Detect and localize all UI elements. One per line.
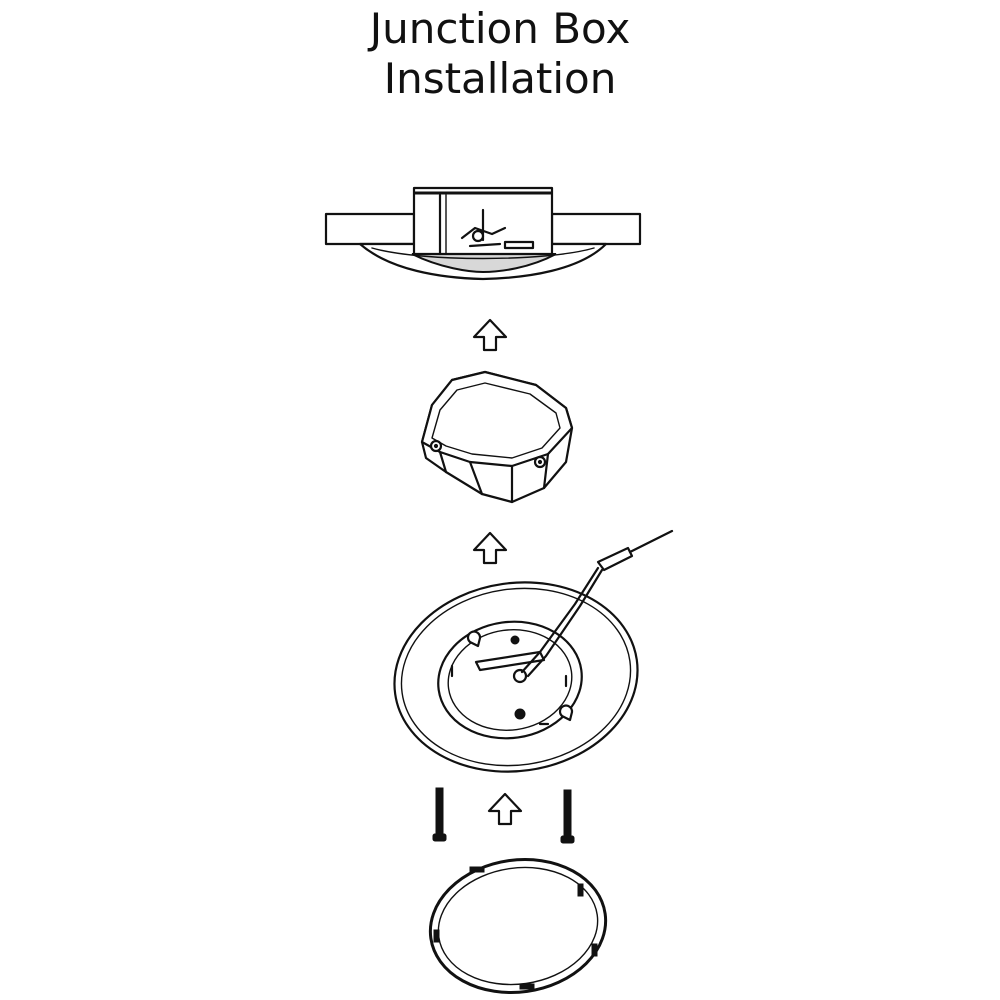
wire-connector-plug: [596, 546, 634, 572]
screw-shaft: [563, 789, 572, 839]
dome-rim-line: [371, 247, 595, 260]
crossbar: [474, 650, 546, 672]
title-line-2: Installation: [383, 54, 617, 103]
arrow-up-icon: [487, 792, 523, 826]
octagon-junction-box: [420, 370, 574, 504]
octagon-box-top-face: [420, 370, 574, 468]
bracket-tab: [503, 240, 535, 250]
plate-screw: [514, 708, 526, 720]
fixture-disc-rim: [400, 587, 632, 767]
diagram-title: Junction Box Installation: [0, 4, 1000, 104]
box-edge: [542, 452, 550, 490]
screw-head: [560, 835, 575, 844]
wire-nut: [471, 229, 485, 243]
arrow-up-icon: [472, 318, 508, 352]
ring-clip: [469, 866, 485, 873]
screw-hole: [433, 443, 439, 449]
fixture-disc-assembly: [393, 529, 674, 773]
mounting-plate-inner: [447, 629, 573, 731]
octagon-box-opening: [431, 382, 561, 459]
screw-head: [432, 833, 447, 842]
ring-clip: [591, 943, 598, 957]
power-lead-wire: [520, 566, 600, 674]
title-line-1: Junction Box: [369, 4, 631, 53]
plate-screw: [510, 635, 520, 645]
screw-hole: [537, 459, 543, 465]
power-lead-wire-2: [526, 568, 604, 678]
box-edge: [438, 450, 448, 474]
keyhole-slot: [466, 630, 482, 648]
mounting-screw-left: [432, 787, 447, 842]
ring-clip: [577, 883, 584, 897]
trim-ring-outer: [428, 858, 608, 994]
internal-wires: [460, 226, 507, 248]
wire-end: [628, 529, 674, 554]
trim-ring: [428, 858, 608, 994]
wire-connector: [512, 668, 528, 684]
mounting-plate: [437, 620, 583, 740]
arrow-up-icon: [472, 531, 508, 565]
ring-clip: [519, 983, 535, 990]
mounting-screw-right: [560, 789, 575, 844]
ceiling-right: [550, 212, 642, 246]
installed-fixture-assembly: [324, 186, 642, 281]
trim-ring-inner: [437, 866, 599, 986]
screw-shaft: [435, 787, 444, 837]
ring-clip: [433, 929, 440, 943]
keyhole-slot: [558, 704, 574, 722]
box-edge: [468, 460, 484, 496]
ceiling-left: [324, 212, 416, 246]
